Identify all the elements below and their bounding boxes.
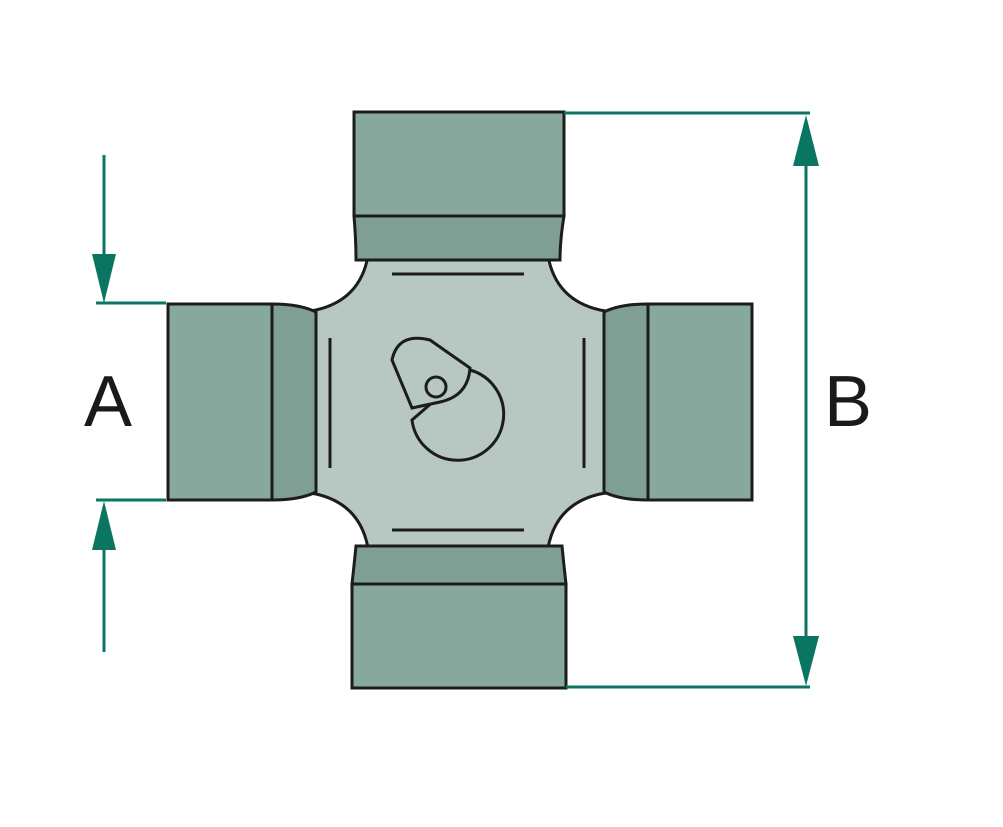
cup-bottom-neck	[350, 544, 568, 586]
grease-nipple-head	[390, 336, 472, 410]
dimension-a: A	[84, 155, 166, 652]
bearing-cup-bottom	[350, 544, 568, 690]
grease-nipple-hole	[424, 375, 448, 399]
dimension-b: B	[564, 111, 872, 689]
cup-top-neck	[352, 214, 566, 262]
cup-left	[166, 302, 274, 502]
cup-top	[352, 110, 566, 218]
dimension-b-label: B	[824, 362, 872, 442]
cross-body	[302, 254, 614, 550]
cup-bottom	[350, 582, 568, 690]
grease-nipple-base	[410, 368, 506, 462]
cup-right-neck	[602, 302, 650, 502]
dimension-a-arrow-down	[92, 254, 116, 303]
grease-nipple	[390, 336, 506, 462]
bearing-cup-top	[352, 110, 566, 262]
dimension-a-arrow-up	[92, 501, 116, 550]
cup-left-neck	[270, 302, 318, 502]
dimension-a-label: A	[84, 362, 132, 442]
dimension-b-arrow-down	[793, 636, 819, 686]
cup-right	[646, 302, 754, 502]
dimension-b-arrow-up	[793, 115, 819, 166]
bearing-cup-left	[166, 302, 318, 502]
bearing-cup-right	[602, 302, 754, 502]
